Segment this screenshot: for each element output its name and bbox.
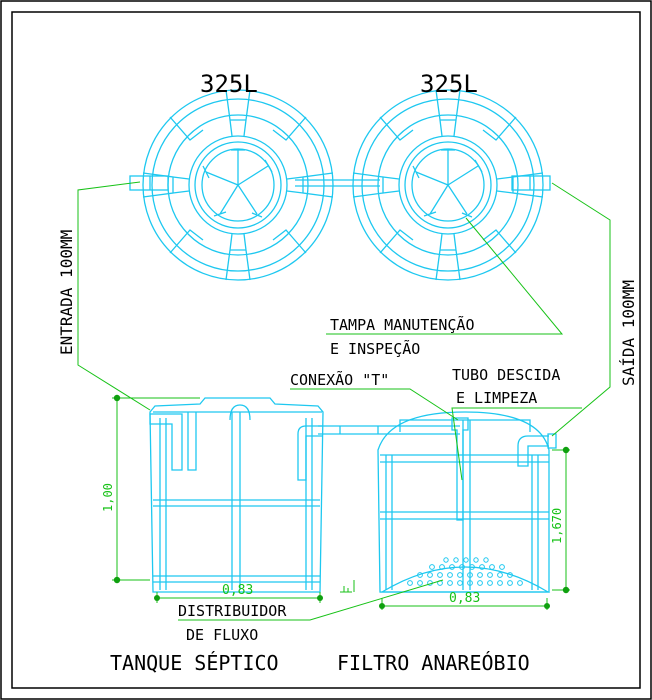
left-width-dim: 0,83 bbox=[222, 583, 253, 598]
top-tank-right bbox=[352, 89, 544, 281]
front-tank-right bbox=[377, 411, 557, 593]
flow-distributor bbox=[379, 557, 551, 593]
tampa-label-line2: E INSPEÇÃO bbox=[330, 339, 420, 358]
distribuidor-label-line1: DISTRIBUIDOR bbox=[178, 602, 287, 620]
front-connecting-pipe bbox=[318, 425, 460, 435]
tubo-label-line2: E LIMPEZA bbox=[456, 389, 537, 407]
capacity-left: 325L bbox=[200, 70, 258, 98]
conexao-label: CONEXÃO "T" bbox=[290, 370, 389, 389]
right-height-dim: 1,670 bbox=[550, 508, 564, 544]
entrada-label: ENTRADA 100MM bbox=[57, 230, 76, 355]
saida-leader bbox=[551, 182, 611, 437]
capacity-right: 325L bbox=[420, 70, 478, 98]
tubo-label-line1: TUBO DESCIDA bbox=[452, 366, 560, 384]
distribuidor-leader bbox=[178, 579, 444, 621]
right-width-dim: 0,83 bbox=[449, 591, 480, 606]
entrada-leader bbox=[77, 181, 151, 411]
dimension-dots bbox=[113, 394, 570, 609]
caption-filtro-anaerobio: FILTRO ANAREÓBIO bbox=[337, 651, 530, 675]
tampa-leader bbox=[326, 217, 564, 335]
leaders bbox=[77, 181, 611, 621]
top-outlet-stub bbox=[511, 175, 551, 191]
front-tank-left bbox=[149, 397, 324, 593]
tampa-label-line1: TAMPA MANUTENÇÃO bbox=[330, 315, 475, 334]
front-view bbox=[149, 397, 557, 593]
saida-label: SAÍDA 100MM bbox=[619, 280, 638, 386]
left-height-dim: 1,00 bbox=[101, 483, 115, 512]
distribuidor-label-line2: DE FLUXO bbox=[186, 626, 258, 644]
caption-tanque-septico: TANQUE SÉPTICO bbox=[110, 651, 279, 675]
conexao-leader bbox=[290, 388, 459, 421]
top-tank-left bbox=[142, 89, 334, 281]
inner-border bbox=[11, 11, 641, 689]
top-view bbox=[129, 89, 551, 281]
tubo-leader bbox=[451, 407, 582, 481]
